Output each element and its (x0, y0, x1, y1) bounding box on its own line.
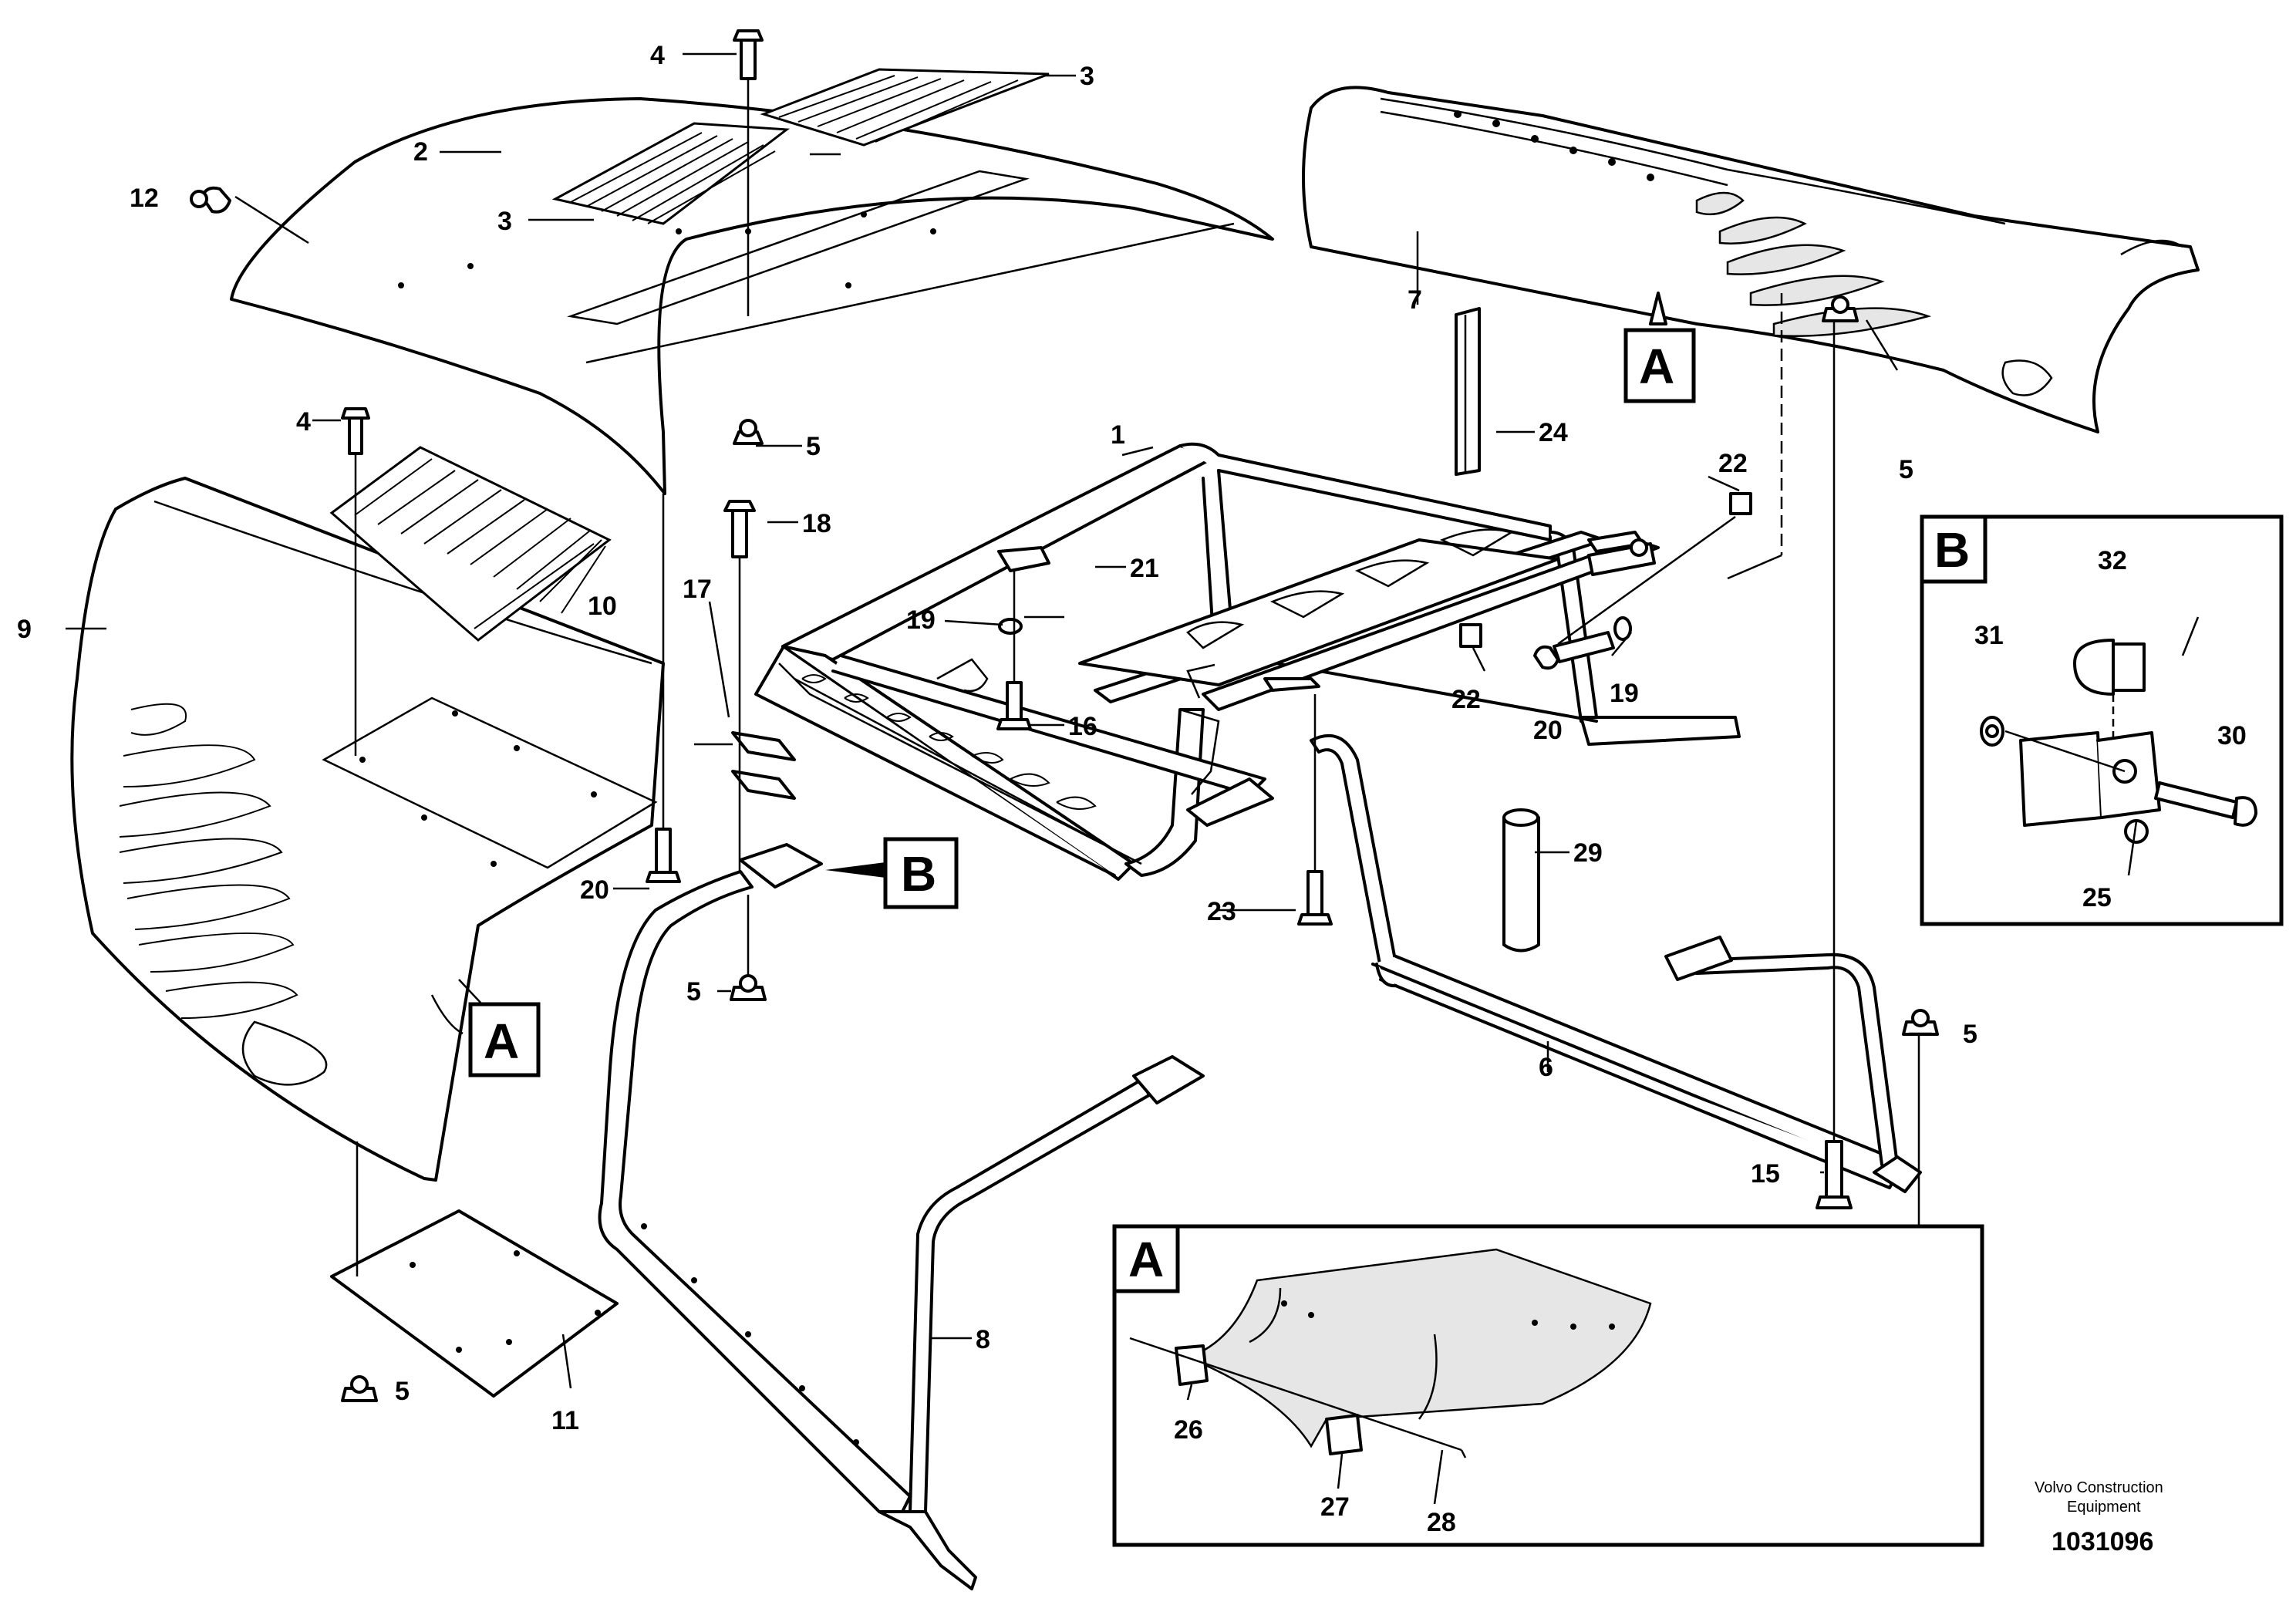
callout-11: 11 (551, 1406, 579, 1435)
bolt-23 (1297, 870, 1333, 926)
callout-5: 5 (395, 1377, 410, 1406)
callout-17: 17 (683, 575, 712, 604)
brand-line-1: Volvo Construction (2035, 1479, 2163, 1496)
callout-3: 3 (1080, 62, 1094, 91)
nut-5-rear (1822, 295, 1859, 322)
detail-b-label: B (1934, 522, 1970, 578)
callout-32: 32 (2098, 546, 2127, 575)
callout-15: 15 (1751, 1159, 1780, 1189)
callout-5: 5 (1899, 455, 1913, 484)
bolt-4-left (341, 407, 370, 455)
washer-19-right (1613, 616, 1632, 641)
roof-grille-front (551, 122, 791, 225)
bracket-21 (997, 546, 1050, 572)
bolt-20-left (646, 828, 681, 883)
bolt-18 (723, 500, 756, 558)
detail-a-panel: A 26 27 28 (1112, 1224, 1984, 1547)
brand-line-2: Equipment (2067, 1499, 2141, 1516)
ref-a-main: A (1623, 292, 1696, 403)
callout-19: 19 (906, 605, 936, 635)
svg-text:A: A (1639, 339, 1674, 394)
callout-20: 20 (1533, 716, 1563, 745)
bolt-4-top (733, 29, 764, 80)
callout-23: 23 (1207, 897, 1236, 926)
callout-29: 29 (1573, 838, 1603, 868)
callout-3: 3 (497, 207, 512, 236)
callout-20: 20 (580, 875, 609, 905)
roll-frame (754, 442, 1741, 881)
callout-4: 4 (650, 41, 665, 70)
callout-10: 10 (588, 592, 617, 621)
bushing-22-upper (1729, 492, 1752, 515)
detail-b-bushing (2073, 639, 2146, 696)
push-clip-12 (190, 186, 231, 214)
callout-9: 9 (17, 615, 32, 644)
detail-a-label: A (1128, 1232, 1164, 1287)
svg-text:A: A (484, 1013, 519, 1069)
svg-text:B: B (901, 846, 936, 902)
roof-grille-rear (760, 68, 1050, 147)
nut-5-right (1902, 1009, 1939, 1036)
callout-5: 5 (686, 977, 701, 1007)
callout-21: 21 (1130, 554, 1159, 583)
detail-b-washer (1980, 716, 2004, 747)
callout-7: 7 (1408, 285, 1422, 315)
front-frame (598, 843, 1205, 1590)
callout-5: 5 (1963, 1020, 1977, 1049)
seal-strip-24 (1455, 307, 1481, 476)
left-side-panel (70, 477, 665, 1182)
callout-12: 12 (130, 184, 159, 213)
callout-26: 26 (1174, 1415, 1203, 1445)
callout-27: 27 (1320, 1492, 1350, 1522)
callout-5: 5 (806, 432, 821, 461)
nut-5-bottom-left (341, 1375, 378, 1402)
callout-22: 22 (1451, 685, 1481, 714)
side-grille (329, 446, 612, 642)
bottom-cover-plate (330, 1209, 619, 1398)
spacer-plates-17 (731, 731, 796, 800)
leader-lines (66, 52, 1932, 1390)
callout-19: 19 (1610, 679, 1639, 708)
side-panel-vents (119, 703, 328, 1086)
bolt-15 (1816, 1140, 1853, 1209)
callout-16: 16 (1068, 712, 1097, 741)
callout-28: 28 (1427, 1508, 1456, 1537)
detail-b-bolt (2154, 781, 2257, 827)
roof-panel (230, 97, 1274, 495)
nut-5-roof (733, 419, 764, 445)
callout-30: 30 (2217, 721, 2247, 750)
callout-6: 6 (1539, 1053, 1553, 1082)
callout-25: 25 (2082, 883, 2112, 912)
callout-22: 22 (1718, 449, 1748, 478)
bushing-22-lower (1459, 623, 1482, 648)
callout-24: 24 (1539, 418, 1568, 447)
hinge-bracket-main (1587, 538, 1656, 576)
document-number: 1031096 (2052, 1527, 2153, 1556)
callout-2: 2 (413, 137, 428, 167)
lower-frame (1310, 733, 1922, 1193)
bolt-20-right (1533, 631, 1615, 670)
callout-8: 8 (976, 1325, 990, 1354)
frame-slot-holes (801, 674, 1097, 810)
callout-31: 31 (1974, 621, 2004, 650)
callout-1: 1 (1111, 420, 1125, 450)
rear-panel (1302, 86, 2200, 433)
tube-29 (1502, 808, 1540, 953)
callout-4: 4 (296, 407, 311, 437)
washer-19-left (998, 618, 1023, 635)
ref-a-left: A (458, 979, 541, 1077)
nut-5-b (730, 974, 767, 1001)
callout-18: 18 (802, 509, 831, 538)
detail-b-panel: B 32 31 30 25 (1920, 514, 2284, 926)
ref-b-main: B (825, 837, 959, 909)
footer: Volvo Construction Equipment 1031096 (2035, 1479, 2163, 1556)
